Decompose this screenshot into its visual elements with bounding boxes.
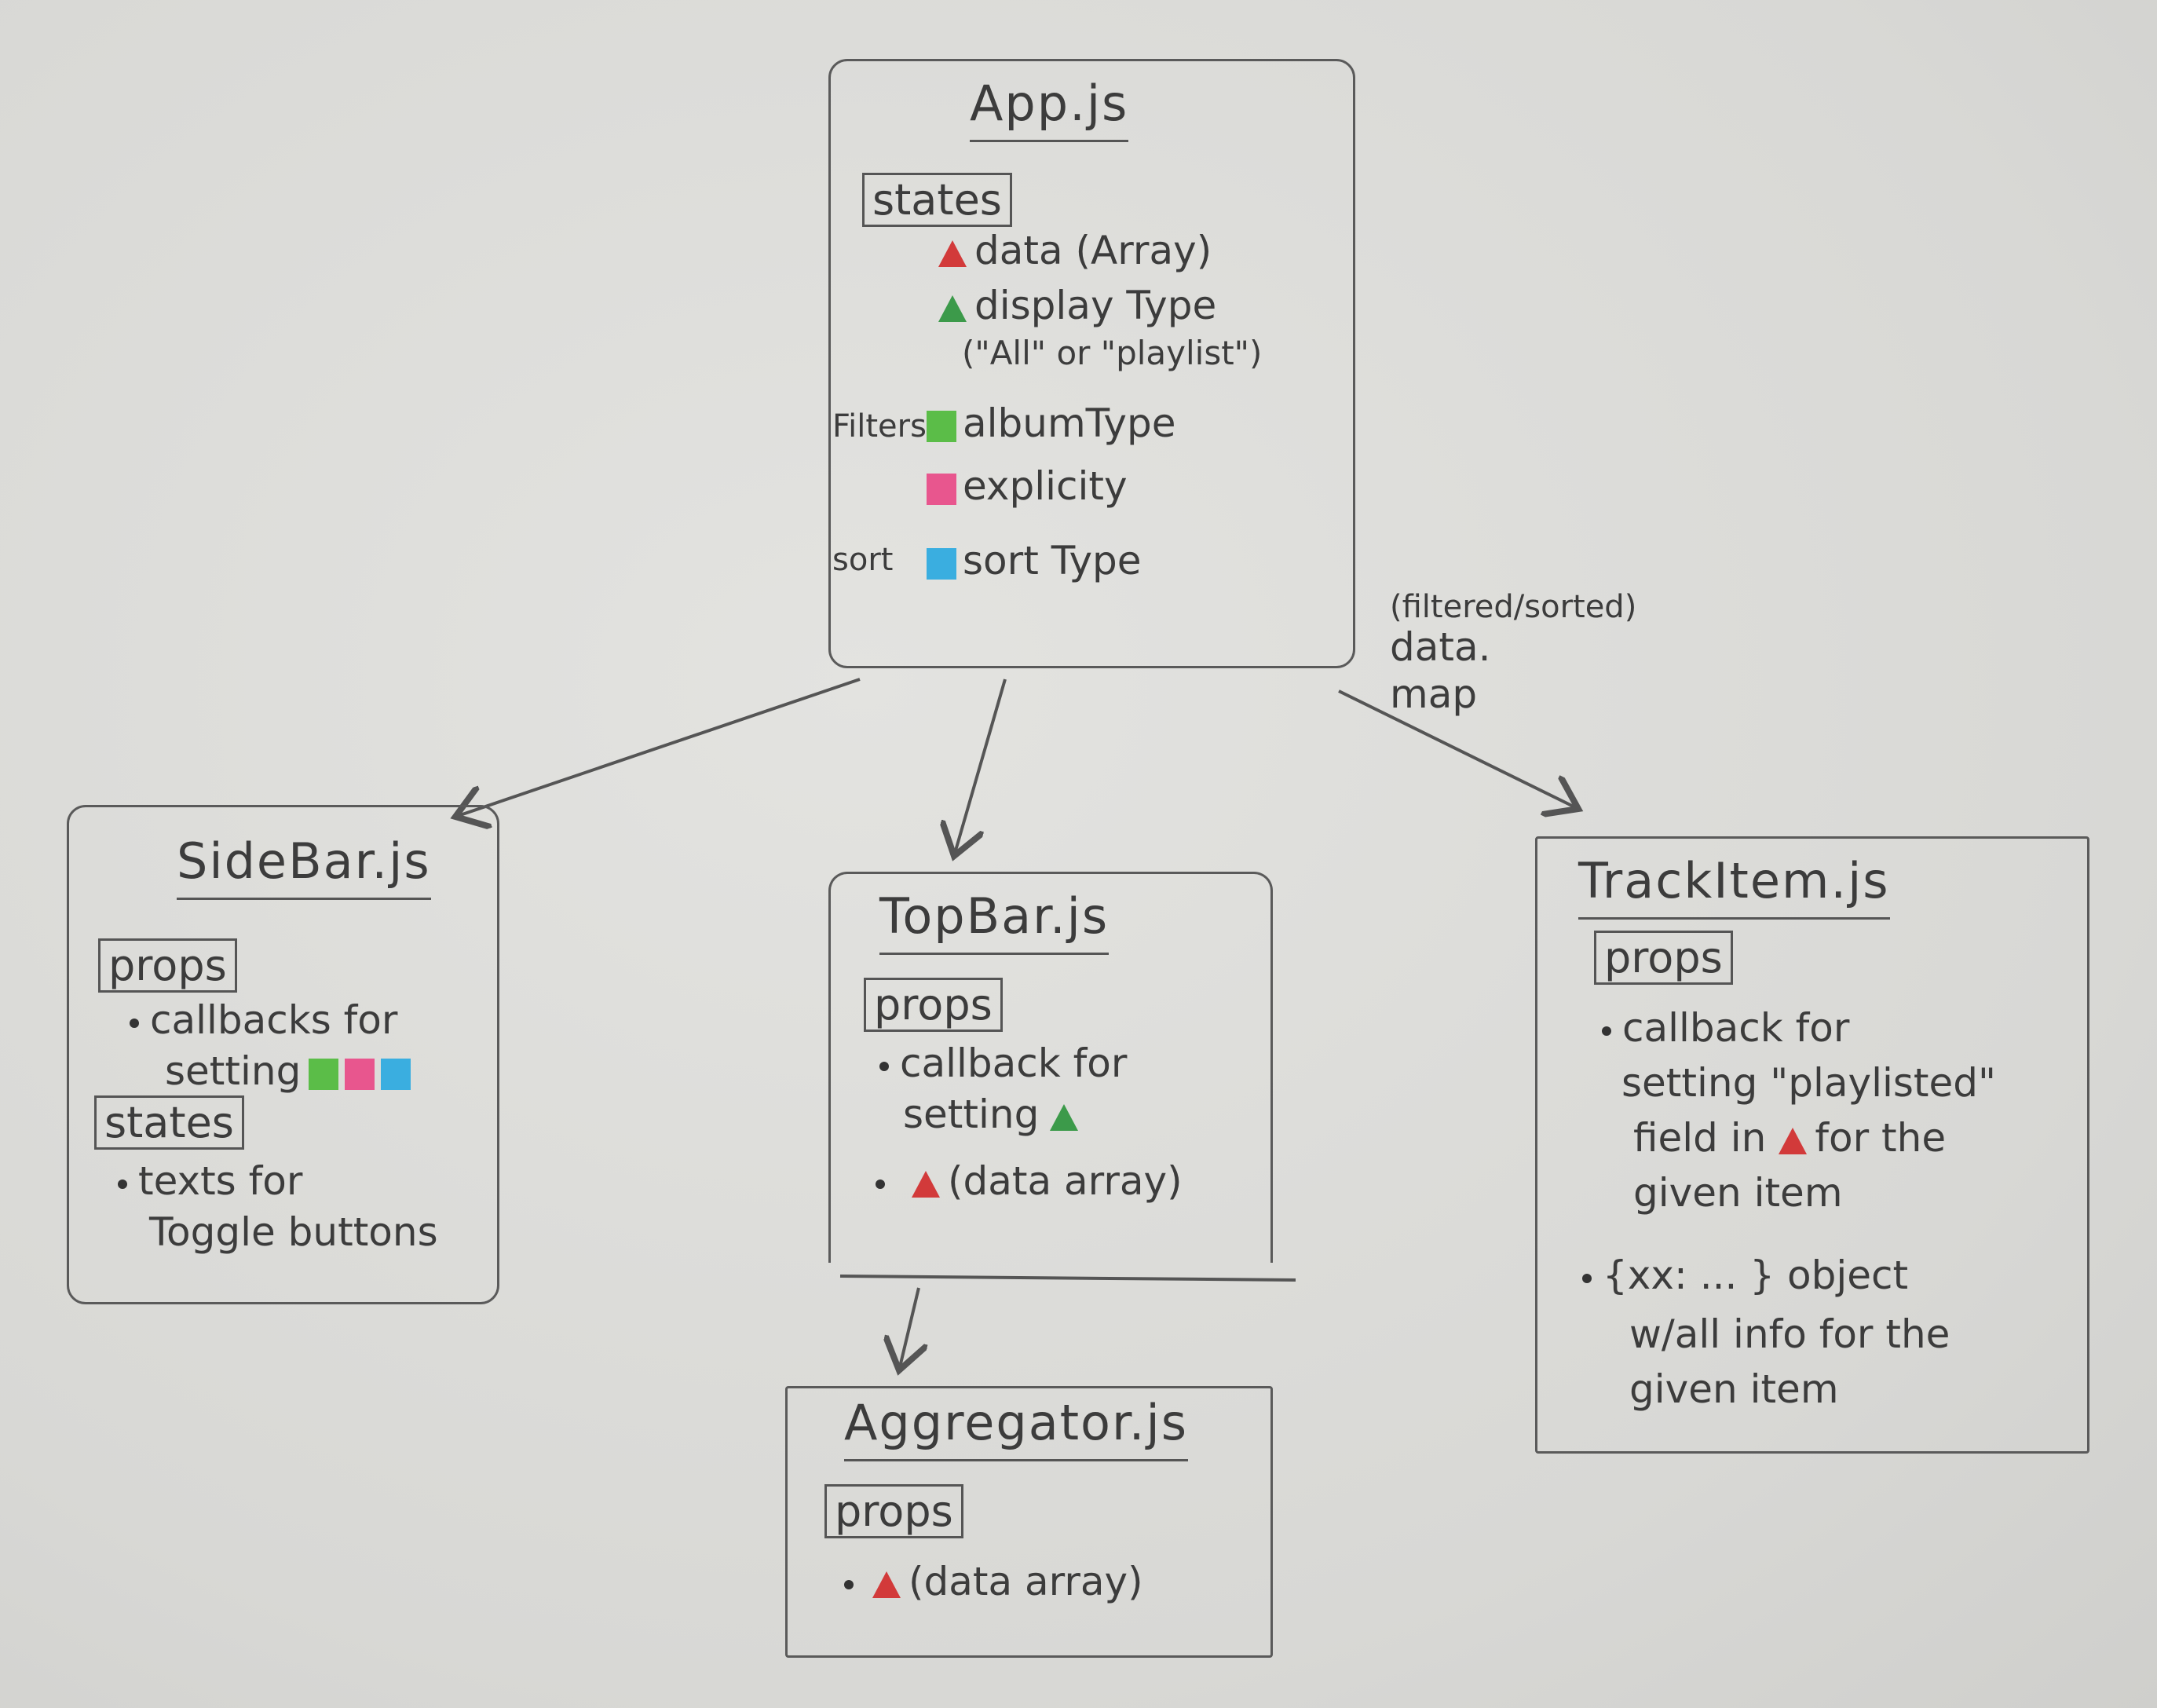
app-states-tag: states [862, 173, 1012, 227]
bullet-icon [876, 1179, 885, 1189]
topbar-title: TopBar.js [879, 887, 1110, 955]
trackitem-prop2-line3: given item [1629, 1366, 1839, 1412]
app-sort-type-label: sort Type [963, 538, 1142, 583]
map-label-line1: (filtered/sorted) [1390, 589, 1637, 625]
bullet-icon [118, 1179, 127, 1189]
arrow-app-to-trackitem [1338, 689, 1578, 809]
display-type-triangle-icon [938, 294, 967, 322]
sidebar-prop-line2-label: setting [165, 1048, 302, 1094]
trackitem-props-tag: props [1594, 931, 1733, 985]
trackitem-prop2-line2: w/all info for the [1629, 1311, 1950, 1357]
arrow-app-to-sidebar [455, 678, 861, 817]
sidebar-props-tag: props [98, 938, 237, 993]
bullet-icon [879, 1061, 889, 1071]
trackitem-prop1-line2: setting "playlisted" [1621, 1060, 1997, 1106]
explicity-square-icon [345, 1058, 375, 1090]
topbar-props-tag: props [864, 978, 1003, 1032]
topbar-bottom-rule [839, 1275, 1296, 1282]
bullet-icon [1602, 1026, 1611, 1036]
map-label-line3: map [1390, 671, 1478, 717]
trackitem-prop1-line3: field in for the [1633, 1115, 1946, 1161]
topbar-box [828, 872, 1273, 1263]
app-state-data: data (Array) [938, 228, 1212, 273]
app-state-data-label: data (Array) [974, 228, 1212, 273]
sidebar-states-tag: states [94, 1095, 244, 1150]
topbar-prop1-line2-label: setting [903, 1092, 1040, 1137]
app-filters-label: Filters [832, 408, 927, 444]
app-sort-label: sort [832, 542, 894, 578]
app-filter-explicity-label: explicity [963, 463, 1128, 509]
trackitem-prop2-line1: {xx: ... } object [1582, 1253, 1908, 1298]
topbar-prop1-line1: callback for [879, 1041, 1127, 1086]
sidebar-prop-line2: setting [165, 1048, 417, 1094]
trackitem-prop1-line1-label: callback for [1622, 1005, 1850, 1051]
app-sort-type: sort Type [927, 538, 1142, 583]
sidebar-state-line1: texts for [118, 1158, 302, 1204]
data-triangle-icon [938, 240, 967, 267]
topbar-prop1-line1-label: callback for [900, 1041, 1128, 1086]
app-title: App.js [970, 75, 1129, 142]
trackitem-title: TrackItem.js [1578, 852, 1890, 920]
map-label-line2: data. [1390, 624, 1491, 670]
bullet-icon [1582, 1273, 1592, 1283]
topbar-prop2: (data array) [876, 1158, 1183, 1204]
data-triangle-icon [872, 1571, 901, 1598]
explicity-square-icon [927, 473, 956, 505]
app-state-display-type-label: display Type [974, 283, 1217, 328]
trackitem-box [1535, 836, 2089, 1454]
app-filter-explicity: explicity [927, 463, 1128, 509]
sort-type-square-icon [381, 1058, 411, 1090]
trackitem-prop2-line1-label: {xx: ... } object [1603, 1253, 1909, 1298]
aggregator-box [785, 1386, 1273, 1658]
data-triangle-icon [912, 1170, 940, 1198]
sidebar-state-line1-label: texts for [138, 1158, 303, 1204]
sidebar-box [67, 805, 499, 1304]
sidebar-prop-line1-label: callbacks for [150, 997, 398, 1043]
bullet-icon [844, 1579, 854, 1589]
trackitem-prop1-line4: given item [1633, 1170, 1843, 1216]
aggregator-title: Aggregator.js [844, 1394, 1189, 1461]
trackitem-prop1-line1: callback for [1602, 1005, 1849, 1051]
app-filter-album-type: albumType [927, 400, 1176, 446]
app-display-type-values: ("All" or "playlist") [962, 334, 1263, 372]
album-type-square-icon [927, 410, 956, 442]
sidebar-prop-line1: callbacks for [130, 997, 397, 1043]
sidebar-title: SideBar.js [177, 832, 431, 900]
bullet-icon [130, 1018, 139, 1028]
aggregator-props-tag: props [824, 1484, 963, 1538]
album-type-square-icon [309, 1058, 339, 1090]
app-box [828, 59, 1355, 668]
app-filter-album-type-label: albumType [963, 400, 1176, 446]
topbar-prop1-line2: setting [903, 1092, 1086, 1137]
display-type-triangle-icon [1050, 1103, 1079, 1131]
aggregator-prop1-label: (data array) [908, 1559, 1143, 1604]
app-state-display-type: display Type [938, 283, 1216, 328]
sidebar-state-line2: Toggle buttons [149, 1209, 438, 1255]
arrow-app-to-topbar [954, 678, 1007, 856]
arrow-topbar-to-aggregator [899, 1287, 919, 1370]
data-triangle-icon [1779, 1127, 1808, 1154]
sort-type-square-icon [927, 547, 956, 580]
topbar-prop2-label: (data array) [948, 1158, 1183, 1204]
trackitem-prop1-line3b-label: for the [1815, 1115, 1947, 1161]
aggregator-prop1: (data array) [844, 1559, 1143, 1604]
trackitem-prop1-line3a-label: field in [1633, 1115, 1767, 1161]
